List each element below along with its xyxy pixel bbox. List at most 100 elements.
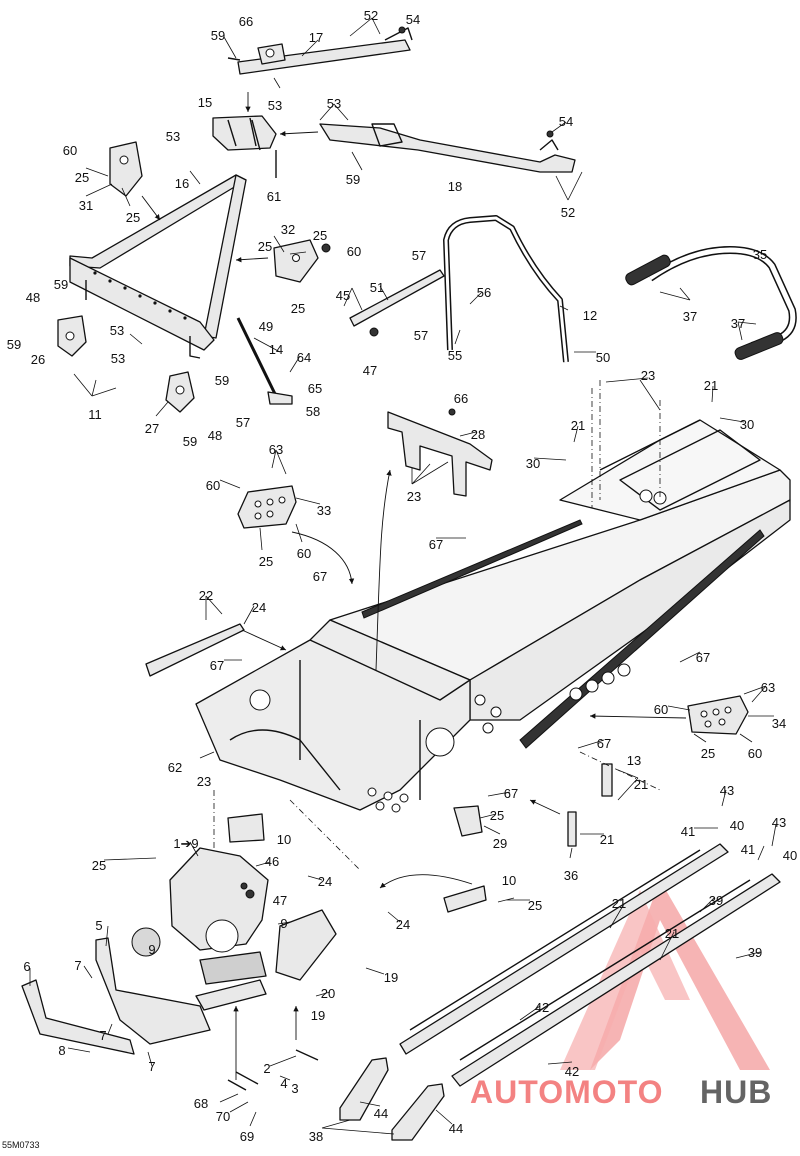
- part-17-upper-bar: [237, 27, 413, 75]
- callout-c21b: 21: [571, 418, 585, 433]
- callout-c18: 18: [448, 179, 462, 194]
- part-38-runner-a: [339, 1057, 389, 1121]
- diagram-code: 55M0733: [2, 1140, 40, 1150]
- callout-c17: 17: [309, 30, 323, 45]
- part-39-rail-b: [451, 873, 781, 1087]
- callout-c52a: 52: [364, 8, 378, 23]
- callout-c59c: 59: [54, 277, 68, 292]
- callout-c66b: 66: [454, 391, 468, 406]
- callout-c53d: 53: [110, 323, 124, 338]
- callout-c46: 46: [265, 854, 279, 869]
- part-15-bracket: [212, 115, 277, 151]
- callout-c21e: 21: [612, 896, 626, 911]
- callout-c59f: 59: [183, 434, 197, 449]
- leader-lines: [29, 17, 777, 1135]
- callout-c59e: 59: [215, 373, 229, 388]
- part-13-strap: [601, 763, 613, 797]
- callout-c25e: 25: [291, 301, 305, 316]
- part-31-bracket: [109, 141, 143, 197]
- part-10-plate-b: [443, 885, 487, 913]
- callout-c60a: 60: [63, 143, 77, 158]
- callout-c62: 62: [168, 760, 182, 775]
- callout-c30a: 30: [740, 417, 754, 432]
- callout-c54b: 54: [559, 114, 573, 129]
- callout-c53c: 53: [166, 129, 180, 144]
- callout-c16: 16: [175, 176, 189, 191]
- callout-c38: 38: [309, 1129, 323, 1144]
- callout-c30b: 30: [526, 456, 540, 471]
- callout-c66a: 66: [239, 14, 253, 29]
- callout-c7b: 7: [99, 1028, 106, 1043]
- callout-c3: 3: [291, 1081, 298, 1096]
- callout-c25d: 25: [258, 239, 272, 254]
- callout-c60b: 60: [347, 244, 361, 259]
- callout-c61: 61: [267, 189, 281, 204]
- callout-c25j: 25: [528, 898, 542, 913]
- callout-c10b: 10: [502, 873, 516, 888]
- callout-c64: 64: [297, 350, 311, 365]
- callout-c24b: 24: [318, 874, 332, 889]
- callout-c43a: 43: [720, 783, 734, 798]
- callout-c60f: 60: [748, 746, 762, 761]
- callout-c59a: 59: [211, 28, 225, 43]
- callout-c24c: 24: [396, 917, 410, 932]
- part-6-plate: [21, 979, 135, 1055]
- callout-c23c: 23: [197, 774, 211, 789]
- callout-c40b: 40: [783, 848, 797, 863]
- watermark-text-dark: HUB: [700, 1074, 772, 1110]
- callout-c13: 13: [627, 753, 641, 768]
- watermark-text-light: AUTOMOTO: [470, 1074, 663, 1110]
- callout-c20: 20: [321, 986, 335, 1001]
- part-33-foot-bracket: [237, 485, 297, 529]
- callout-c47b: 47: [273, 893, 287, 908]
- callout-c4: 4: [280, 1076, 287, 1091]
- callout-c54a: 54: [406, 12, 420, 27]
- callout-c25a: 25: [75, 170, 89, 185]
- part-22-rail: [145, 623, 245, 677]
- part-32-bracket: [273, 239, 319, 283]
- callout-c5: 5: [95, 918, 102, 933]
- callout-c59d: 59: [7, 337, 21, 352]
- callout-c1to9: 1➔9: [173, 836, 198, 851]
- callout-c6: 6: [23, 959, 30, 974]
- callout-c35: 35: [753, 247, 767, 262]
- main-chassis-tunnel: [329, 419, 791, 749]
- callout-c42b: 42: [565, 1064, 579, 1079]
- callout-c21a: 21: [704, 378, 718, 393]
- callout-c15: 15: [198, 95, 212, 110]
- callout-c60d: 60: [297, 546, 311, 561]
- callout-c25h: 25: [490, 808, 504, 823]
- part-29-bracket: [453, 805, 483, 837]
- callout-c53e: 53: [111, 351, 125, 366]
- callout-c21c: 21: [634, 777, 648, 792]
- callout-c41a: 41: [681, 824, 695, 839]
- callout-c44a: 44: [374, 1106, 388, 1121]
- callout-c9a: 9: [280, 916, 287, 931]
- callout-c48a: 48: [26, 290, 40, 305]
- callout-c24a: 24: [252, 600, 266, 615]
- callout-c25g: 25: [701, 746, 715, 761]
- callout-c68: 68: [194, 1096, 208, 1111]
- callout-c59b: 59: [346, 172, 360, 187]
- callout-c36: 36: [564, 868, 578, 883]
- callout-c22: 22: [199, 588, 213, 603]
- part-34-foot-bracket: [687, 695, 749, 735]
- callout-c43b: 43: [772, 815, 786, 830]
- callout-c29: 29: [493, 836, 507, 851]
- callout-c67c: 67: [210, 658, 224, 673]
- callout-c63b: 63: [761, 680, 775, 695]
- callout-c25c: 25: [313, 228, 327, 243]
- callout-c2: 2: [263, 1061, 270, 1076]
- callout-c25i: 25: [92, 858, 106, 873]
- callout-c19b: 19: [311, 1008, 325, 1023]
- callout-c37b: 37: [731, 316, 745, 331]
- callout-c8: 8: [58, 1043, 65, 1058]
- callout-c67b: 67: [313, 569, 327, 584]
- callout-c39b: 39: [748, 945, 762, 960]
- part-39-rail-a: [399, 843, 729, 1055]
- part-38-runner-b: [391, 1083, 445, 1141]
- callout-c32: 32: [281, 222, 295, 237]
- part-18-long-bar: [319, 123, 576, 173]
